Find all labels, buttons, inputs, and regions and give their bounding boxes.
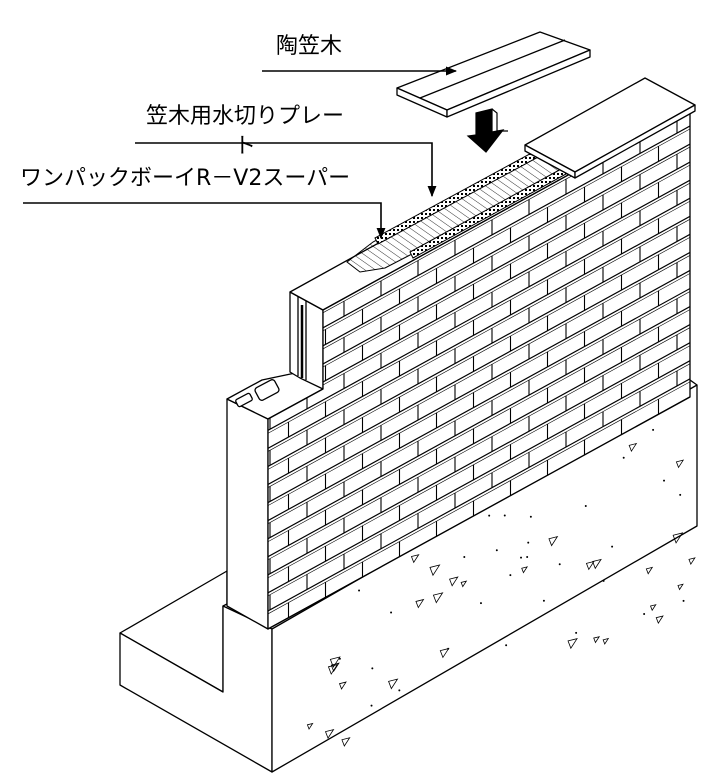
brick-course-line	[268, 354, 690, 598]
aggregate-mark	[672, 532, 684, 544]
brick-course-line	[268, 390, 690, 629]
brick-course-reveal	[268, 285, 690, 529]
aggregate-mark	[329, 656, 341, 668]
aggregate-mark	[341, 737, 351, 747]
aggregate-dot	[398, 689, 401, 692]
aggregate-dot	[338, 657, 341, 660]
aggregate-dot	[463, 555, 466, 558]
label-coping-drain-plate: 笠木用水切りプレート	[145, 104, 344, 159]
down-arrow-icon	[466, 108, 508, 153]
brick-course-line	[268, 137, 690, 382]
aggregate-dot	[575, 631, 578, 634]
brick-course-reveal	[268, 321, 690, 565]
aggregate-dot	[602, 579, 605, 582]
brick-course-line	[268, 156, 690, 400]
aggregate-dot	[542, 599, 545, 602]
aggregate-dot	[505, 644, 508, 647]
brick-course-line	[268, 318, 690, 562]
aggregate-dot	[679, 493, 682, 496]
aggregate-dot	[584, 505, 587, 508]
aggregate-dot	[611, 545, 614, 548]
brick-course-line	[268, 336, 690, 580]
aggregate-mark	[675, 459, 685, 469]
aggregate-dot	[682, 599, 685, 602]
aggregate-mark	[602, 637, 610, 645]
aggregate-mark	[338, 681, 347, 690]
aggregate-mark	[410, 554, 420, 564]
aggregate-dot	[652, 428, 655, 431]
brick-course-line	[268, 228, 690, 472]
aggregate-dot	[527, 541, 530, 544]
aggregate-mark	[439, 647, 450, 659]
aggregate-dot	[370, 704, 373, 707]
aggregate-dot	[622, 456, 625, 459]
aggregate-mark	[593, 636, 601, 644]
aggregate-mark	[415, 598, 425, 609]
wall-end-lower	[226, 398, 269, 630]
aggregate-mark	[592, 558, 602, 570]
aggregate-dot	[503, 514, 506, 517]
aggregate-dot	[371, 667, 374, 670]
leader-block	[23, 202, 386, 240]
brick-course-reveal	[268, 357, 690, 601]
brick-course-reveal	[268, 303, 690, 547]
aggregate-dot	[488, 514, 491, 517]
aggregate-dot	[643, 612, 646, 615]
aggregate-dot	[526, 556, 529, 559]
brick-course-line	[268, 246, 690, 490]
aggregate-mark	[324, 728, 335, 739]
brick-course-reveal	[268, 267, 690, 511]
brick-course-line	[268, 264, 690, 508]
aggregate-dot	[520, 556, 523, 559]
aggregate-mark	[521, 566, 529, 574]
brick-course-line	[268, 192, 690, 436]
brick-course-line	[268, 300, 690, 544]
aggregate-mark	[548, 536, 559, 547]
aggregate-dot	[495, 549, 498, 552]
drain-strip-lower	[409, 167, 567, 259]
brick-course-reveal	[268, 123, 690, 366]
aggregate-mark	[585, 560, 595, 571]
brick-course-reveal	[268, 177, 690, 420]
aggregate-mark	[677, 583, 684, 591]
brick-course-reveal	[268, 195, 690, 438]
aggregate-mark	[429, 564, 441, 577]
brick-course-line	[268, 282, 690, 526]
brick-course-reveal	[268, 339, 690, 583]
aggregate-mark	[306, 722, 314, 730]
aggregate-dot	[479, 602, 482, 605]
brick-course-reveal	[268, 249, 690, 493]
label-coping: 陶笠木	[276, 34, 343, 59]
brick-course-reveal	[268, 213, 690, 457]
brick-course-line	[268, 119, 690, 363]
aggregate-mark	[432, 592, 444, 604]
leader-drain-plate	[135, 142, 437, 198]
aggregate-mark	[449, 576, 459, 587]
aggregate-dot	[509, 574, 512, 577]
brick-course-reveal	[268, 376, 690, 619]
brick-course-reveal	[268, 159, 690, 402]
aggregate-mark	[645, 566, 654, 575]
aggregate-mark	[388, 678, 399, 690]
aggregate-mark	[688, 557, 696, 566]
aggregate-dot	[558, 563, 561, 566]
aggregate-dot	[529, 515, 532, 518]
aggregate-mark	[460, 580, 468, 588]
aggregate-mark	[655, 615, 664, 625]
aggregate-dot	[390, 611, 393, 614]
brick-course-reveal	[268, 231, 690, 475]
brick-course-line	[268, 174, 690, 418]
aggregate-mark	[650, 604, 657, 612]
aggregate-dot	[358, 589, 361, 592]
aggregate-mark	[628, 442, 638, 453]
label-block-product: ワンパックボーイR－V2スーパー	[20, 166, 351, 191]
aggregate-dot	[663, 479, 666, 482]
brick-course-reveal	[268, 141, 690, 384]
brick-course-line	[268, 210, 690, 454]
aggregate-mark	[567, 638, 578, 650]
brick-course-line	[268, 372, 690, 616]
